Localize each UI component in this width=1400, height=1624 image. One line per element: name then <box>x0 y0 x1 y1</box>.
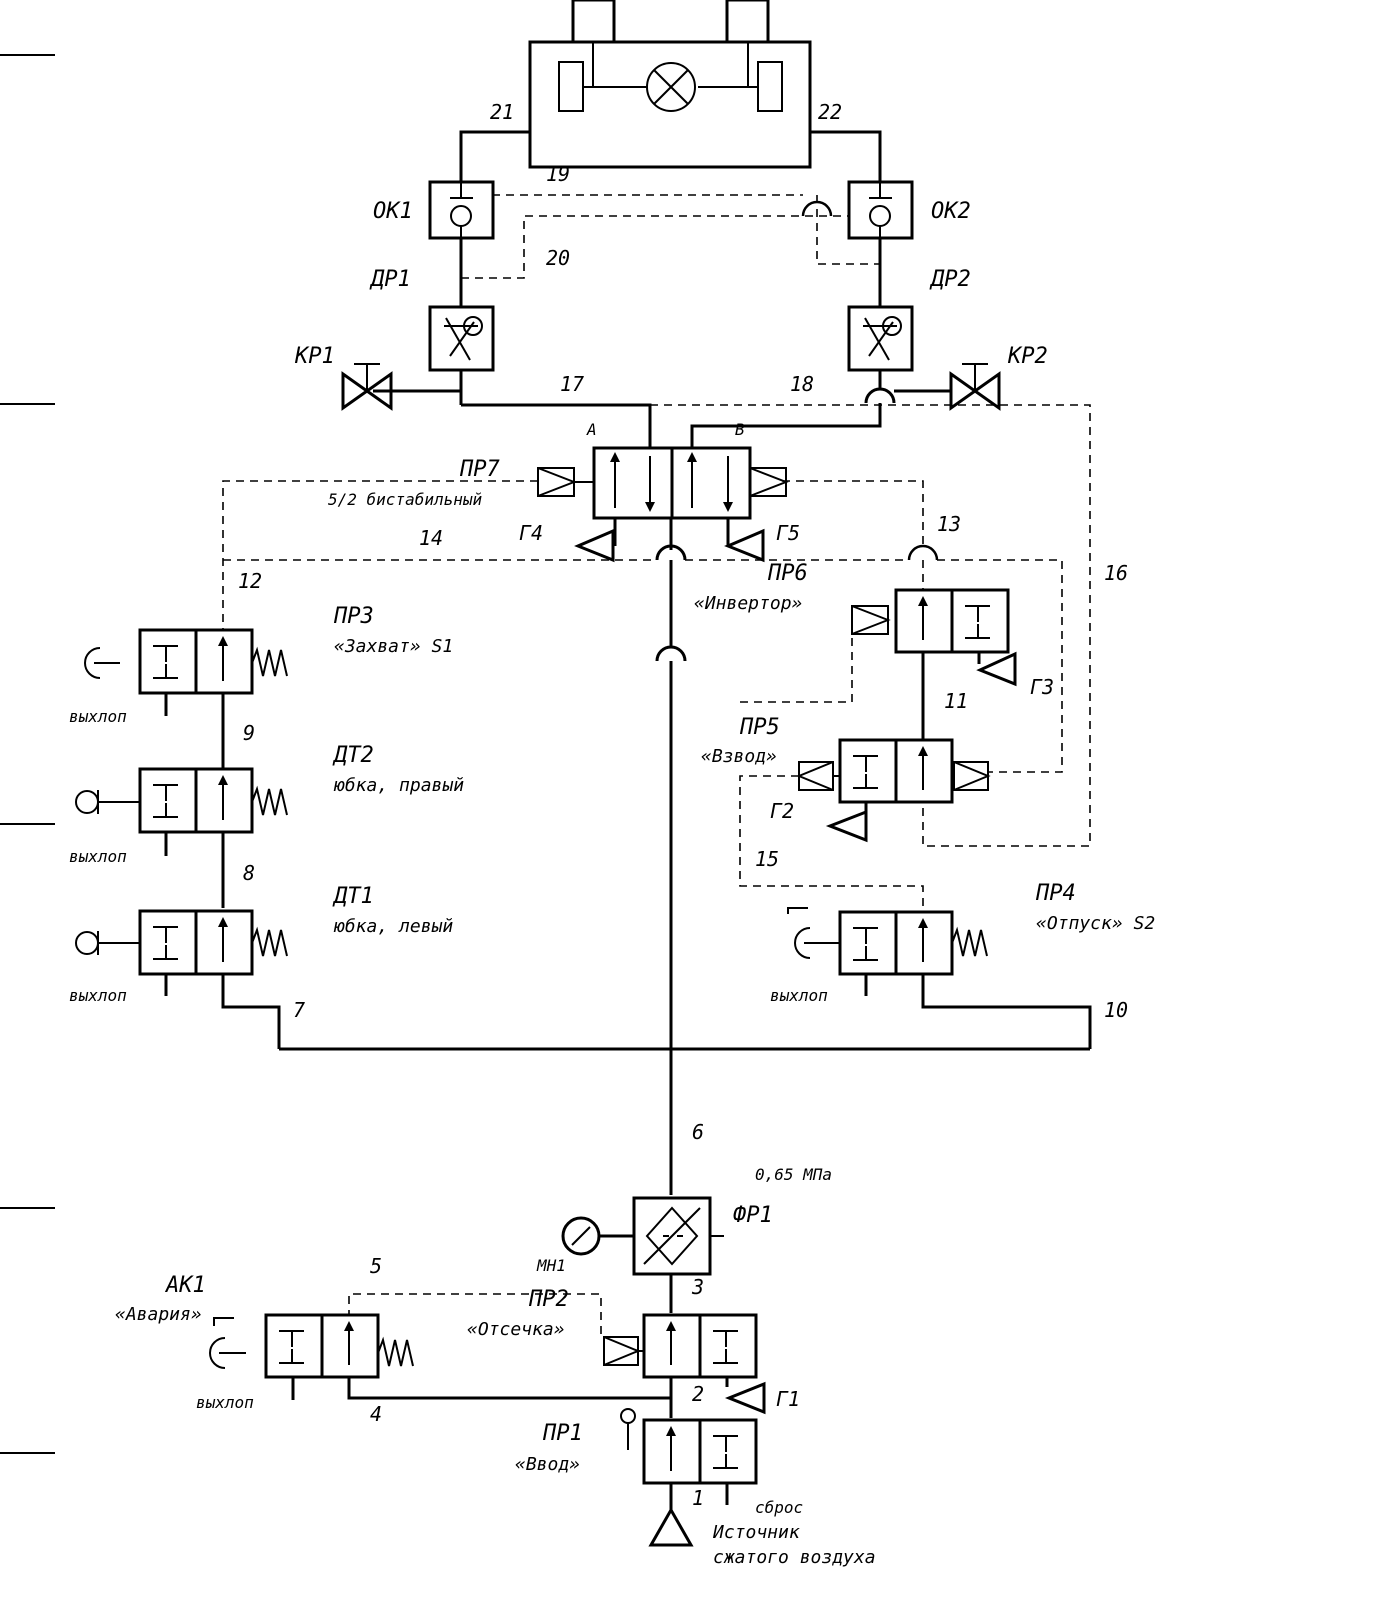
pr6-label: ПР6 <box>767 561 808 586</box>
dt1-sub: юбка, левый <box>333 916 453 937</box>
g2-label: Г2 <box>770 799 794 823</box>
g5-label: Г5 <box>776 521 800 545</box>
line-21: 21 <box>490 100 514 124</box>
pr5-valve <box>796 738 991 843</box>
fr1-pressure: 0,65 МПа <box>755 1165 832 1184</box>
line-13: 13 <box>937 512 961 536</box>
line-2: 2 <box>692 1382 704 1406</box>
pr3-label: ПР3 <box>333 604 374 629</box>
fr1-label: ФР1 <box>733 1203 773 1228</box>
line-7: 7 <box>293 998 305 1022</box>
ak1-sub: «Авария» <box>115 1304 202 1325</box>
pr5-label: ПР5 <box>739 715 780 740</box>
pr6-sub: «Инвертор» <box>694 593 802 614</box>
cylinder <box>528 0 812 169</box>
line-16: 16 <box>1104 561 1128 585</box>
dr1-throttle <box>428 305 495 372</box>
ak1-exhaust: выхлоп <box>196 1393 254 1412</box>
pressure-lines <box>221 130 1092 1510</box>
source-label-2: сжатого воздуха <box>713 1547 876 1568</box>
dt2-valve <box>75 767 288 856</box>
line-20: 20 <box>546 246 570 270</box>
ok2-check-valve <box>847 180 914 240</box>
line-10: 10 <box>1104 998 1128 1022</box>
pr7-valve <box>537 446 789 563</box>
ak1-label: АК1 <box>164 1273 206 1298</box>
pr1-valve <box>620 1408 758 1505</box>
source-triangle <box>648 1506 694 1547</box>
line-5: 5 <box>370 1254 382 1278</box>
dt1-label: ДТ1 <box>332 884 374 909</box>
line-19: 19 <box>546 162 570 186</box>
pr3-valve <box>84 628 288 716</box>
kr2-label: КР2 <box>1007 344 1048 369</box>
dr1-label: ДР1 <box>369 267 411 292</box>
pr4-sub: «Отпуск» S2 <box>1036 913 1155 934</box>
dt2-label: ДТ2 <box>332 743 374 768</box>
dt1-exhaust: выхлоп <box>69 986 127 1005</box>
pr2-valve <box>603 1313 766 1415</box>
dt2-exhaust: выхлоп <box>69 847 127 866</box>
pr1-reset: сброс <box>755 1498 803 1517</box>
pr2-label: ПР2 <box>528 1287 569 1312</box>
ak1-valve <box>209 1313 414 1400</box>
pr5-sub: «Взвод» <box>701 746 777 767</box>
line-17: 17 <box>560 372 584 396</box>
line-6: 6 <box>692 1120 704 1144</box>
dt2-sub: юбка, правый <box>333 775 464 796</box>
pr2-sub: «Отсечка» <box>467 1319 565 1340</box>
pilot-lines <box>222 194 1091 1337</box>
dr2-label: ДР2 <box>929 267 971 292</box>
pr7-port-b: В <box>735 420 745 439</box>
ok1-check-valve <box>428 180 495 240</box>
line-8: 8 <box>243 861 255 885</box>
margin-ticks <box>0 54 55 1454</box>
pr6-valve <box>851 588 1017 687</box>
fr1-filter-regulator <box>632 1196 724 1276</box>
line-1: 1 <box>692 1486 704 1510</box>
lamp-icon <box>646 62 696 112</box>
g3-label: Г3 <box>1030 675 1054 699</box>
pr4-valve <box>787 907 988 996</box>
line-12: 12 <box>238 569 262 593</box>
source-label-1: Источник <box>712 1522 800 1543</box>
line-18: 18 <box>790 372 814 396</box>
pr7-label: ПР7 <box>459 457 500 482</box>
pr7-port-a: А <box>586 420 597 439</box>
dr2-throttle <box>847 305 914 372</box>
dt1-valve <box>75 909 288 996</box>
line-14: 14 <box>419 526 443 550</box>
pr1-sub: «Ввод» <box>515 1454 580 1475</box>
g4-label: Г4 <box>519 521 543 545</box>
kr1-label: КР1 <box>294 344 335 369</box>
line-11: 11 <box>944 689 968 713</box>
g1-label: Г1 <box>776 1387 800 1411</box>
ok2-label: ОК2 <box>931 199 971 224</box>
mn1-label: МН1 <box>536 1256 566 1275</box>
kr1-valve <box>341 363 393 411</box>
mn1-gauge <box>561 1216 634 1256</box>
line-9: 9 <box>243 721 255 745</box>
line-15: 15 <box>755 847 779 871</box>
line-22: 22 <box>818 100 842 124</box>
line-4: 4 <box>370 1402 382 1426</box>
labels: ОК1 ОК2 ДР1 ДР2 КР1 КР2 ПР7 5/2 бистабил… <box>69 100 1155 1568</box>
pr4-label: ПР4 <box>1035 881 1076 906</box>
ok1-label: ОК1 <box>373 199 413 224</box>
kr2-valve <box>949 363 1001 411</box>
line-3: 3 <box>691 1275 704 1299</box>
pr4-exhaust: выхлоп <box>770 986 828 1005</box>
pr7-sub: 5/2 бистабильный <box>328 490 482 509</box>
pr3-sub: «Захват» S1 <box>334 636 453 657</box>
pr1-label: ПР1 <box>542 1421 583 1446</box>
pr3-exhaust: выхлоп <box>69 707 127 726</box>
